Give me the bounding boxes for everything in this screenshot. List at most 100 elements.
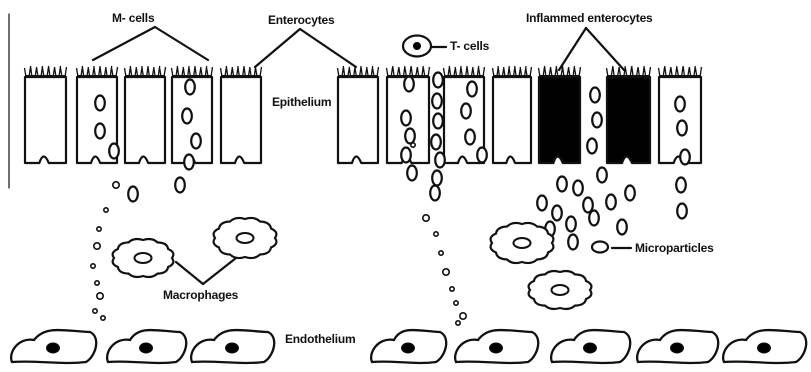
microparticle (95, 124, 105, 139)
endothelial-nucleus (47, 343, 60, 353)
label-epithelium: Epithelium (272, 95, 331, 109)
m-cells-pointer-2 (155, 27, 208, 60)
inflamed-cell-body (607, 77, 650, 163)
macrophage (214, 218, 277, 258)
epithelial-cell (539, 66, 581, 163)
microparticle (557, 177, 567, 192)
microparticle (590, 88, 600, 103)
microparticle (587, 139, 597, 154)
enterocytes-pointer-1 (255, 29, 300, 67)
microparticle-dot (94, 243, 100, 249)
cell-body (493, 77, 531, 163)
endothelial-nucleus (490, 343, 503, 353)
microparticle-dot (450, 287, 454, 291)
epithelial-cell (659, 66, 702, 163)
microparticle (592, 242, 608, 253)
inflamed-pointer-1 (559, 28, 586, 70)
microparticle (431, 135, 441, 150)
microparticle (175, 178, 185, 193)
microparticle-dot (434, 232, 438, 236)
microparticle (597, 168, 607, 183)
microparticle (109, 144, 119, 159)
endothelial-nucleus (671, 343, 684, 353)
epithelial-cell (221, 66, 262, 163)
endothelial-cell (191, 330, 274, 363)
microparticle (625, 186, 635, 201)
inflamed-pointer-2 (586, 28, 624, 70)
microparticle-dot (411, 143, 415, 147)
label-m-cells: M- cells (112, 11, 154, 25)
epithelial-cell (338, 66, 379, 163)
microparticle (477, 148, 487, 163)
label-macrophages: Macrophages (163, 288, 238, 302)
microparticle (404, 77, 414, 92)
epithelial-cell (125, 66, 166, 163)
microparticle (675, 97, 685, 112)
microparticle-dot (454, 301, 458, 305)
microparticle (128, 187, 138, 202)
microparticle-dot (460, 313, 466, 319)
microparticle-dot (443, 269, 449, 275)
endothelial-cell (723, 330, 806, 363)
microparticle (430, 186, 440, 201)
macrophage (113, 239, 174, 277)
microparticle-dot (97, 293, 103, 299)
microparticle (95, 96, 105, 111)
endothelial-nucleus (140, 343, 153, 353)
microparticle (617, 220, 627, 235)
endothelial-nucleus (758, 343, 771, 353)
microparticle-dot (104, 208, 108, 212)
microparticle (573, 181, 583, 196)
microparticle (680, 150, 690, 165)
microparticle (432, 94, 442, 109)
macrophage (529, 271, 592, 309)
microparticle (401, 111, 411, 126)
label-t-cells: T- cells (450, 39, 489, 53)
microparticle (433, 73, 443, 88)
m-cells-pointer-1 (93, 27, 155, 60)
microparticle (182, 109, 192, 124)
t-cell-group (403, 36, 431, 57)
microparticle (184, 155, 194, 170)
microparticle (433, 114, 443, 129)
microparticle (435, 153, 445, 168)
microparticle (676, 178, 686, 193)
microparticle-dot (97, 227, 101, 231)
microparticle (465, 130, 475, 145)
microparticle (185, 80, 195, 95)
enterocytes-pointer-2 (300, 29, 356, 67)
endothelial-cell (11, 330, 96, 363)
microparticle (583, 198, 593, 213)
endothelial-cell (371, 330, 446, 363)
microparticle (552, 206, 562, 221)
endothelial-cell (551, 330, 630, 363)
label-enterocytes: Enterocytes (268, 13, 335, 27)
macrophage-nucleus (514, 238, 531, 248)
cell-body (221, 77, 261, 163)
label-inflamed-enterocytes: Inflammed enterocytes (526, 11, 653, 25)
endothelial-cell (107, 330, 186, 363)
microparticle (461, 104, 471, 119)
microparticle-dot (439, 251, 443, 255)
cell-body (125, 77, 165, 163)
endothelial-nucleus (584, 343, 597, 353)
microparticle (606, 195, 616, 210)
endothelial-nucleus (402, 343, 415, 353)
microparticle (566, 217, 576, 232)
microparticle (592, 113, 602, 128)
microparticle (407, 166, 417, 181)
microparticle-dot (113, 182, 119, 188)
macrophage-nucleus (552, 285, 569, 295)
endothelial-nucleus (226, 343, 239, 353)
microparticle (405, 129, 415, 144)
cell-body (25, 77, 66, 163)
microparticle (677, 204, 687, 219)
microparticle (568, 235, 578, 250)
macrophage-nucleus (237, 233, 254, 243)
microparticle (401, 148, 411, 163)
endothelium-group (11, 330, 806, 363)
endothelial-cell (637, 330, 718, 363)
microparticle-dot (101, 316, 105, 320)
microparticle (432, 171, 442, 186)
